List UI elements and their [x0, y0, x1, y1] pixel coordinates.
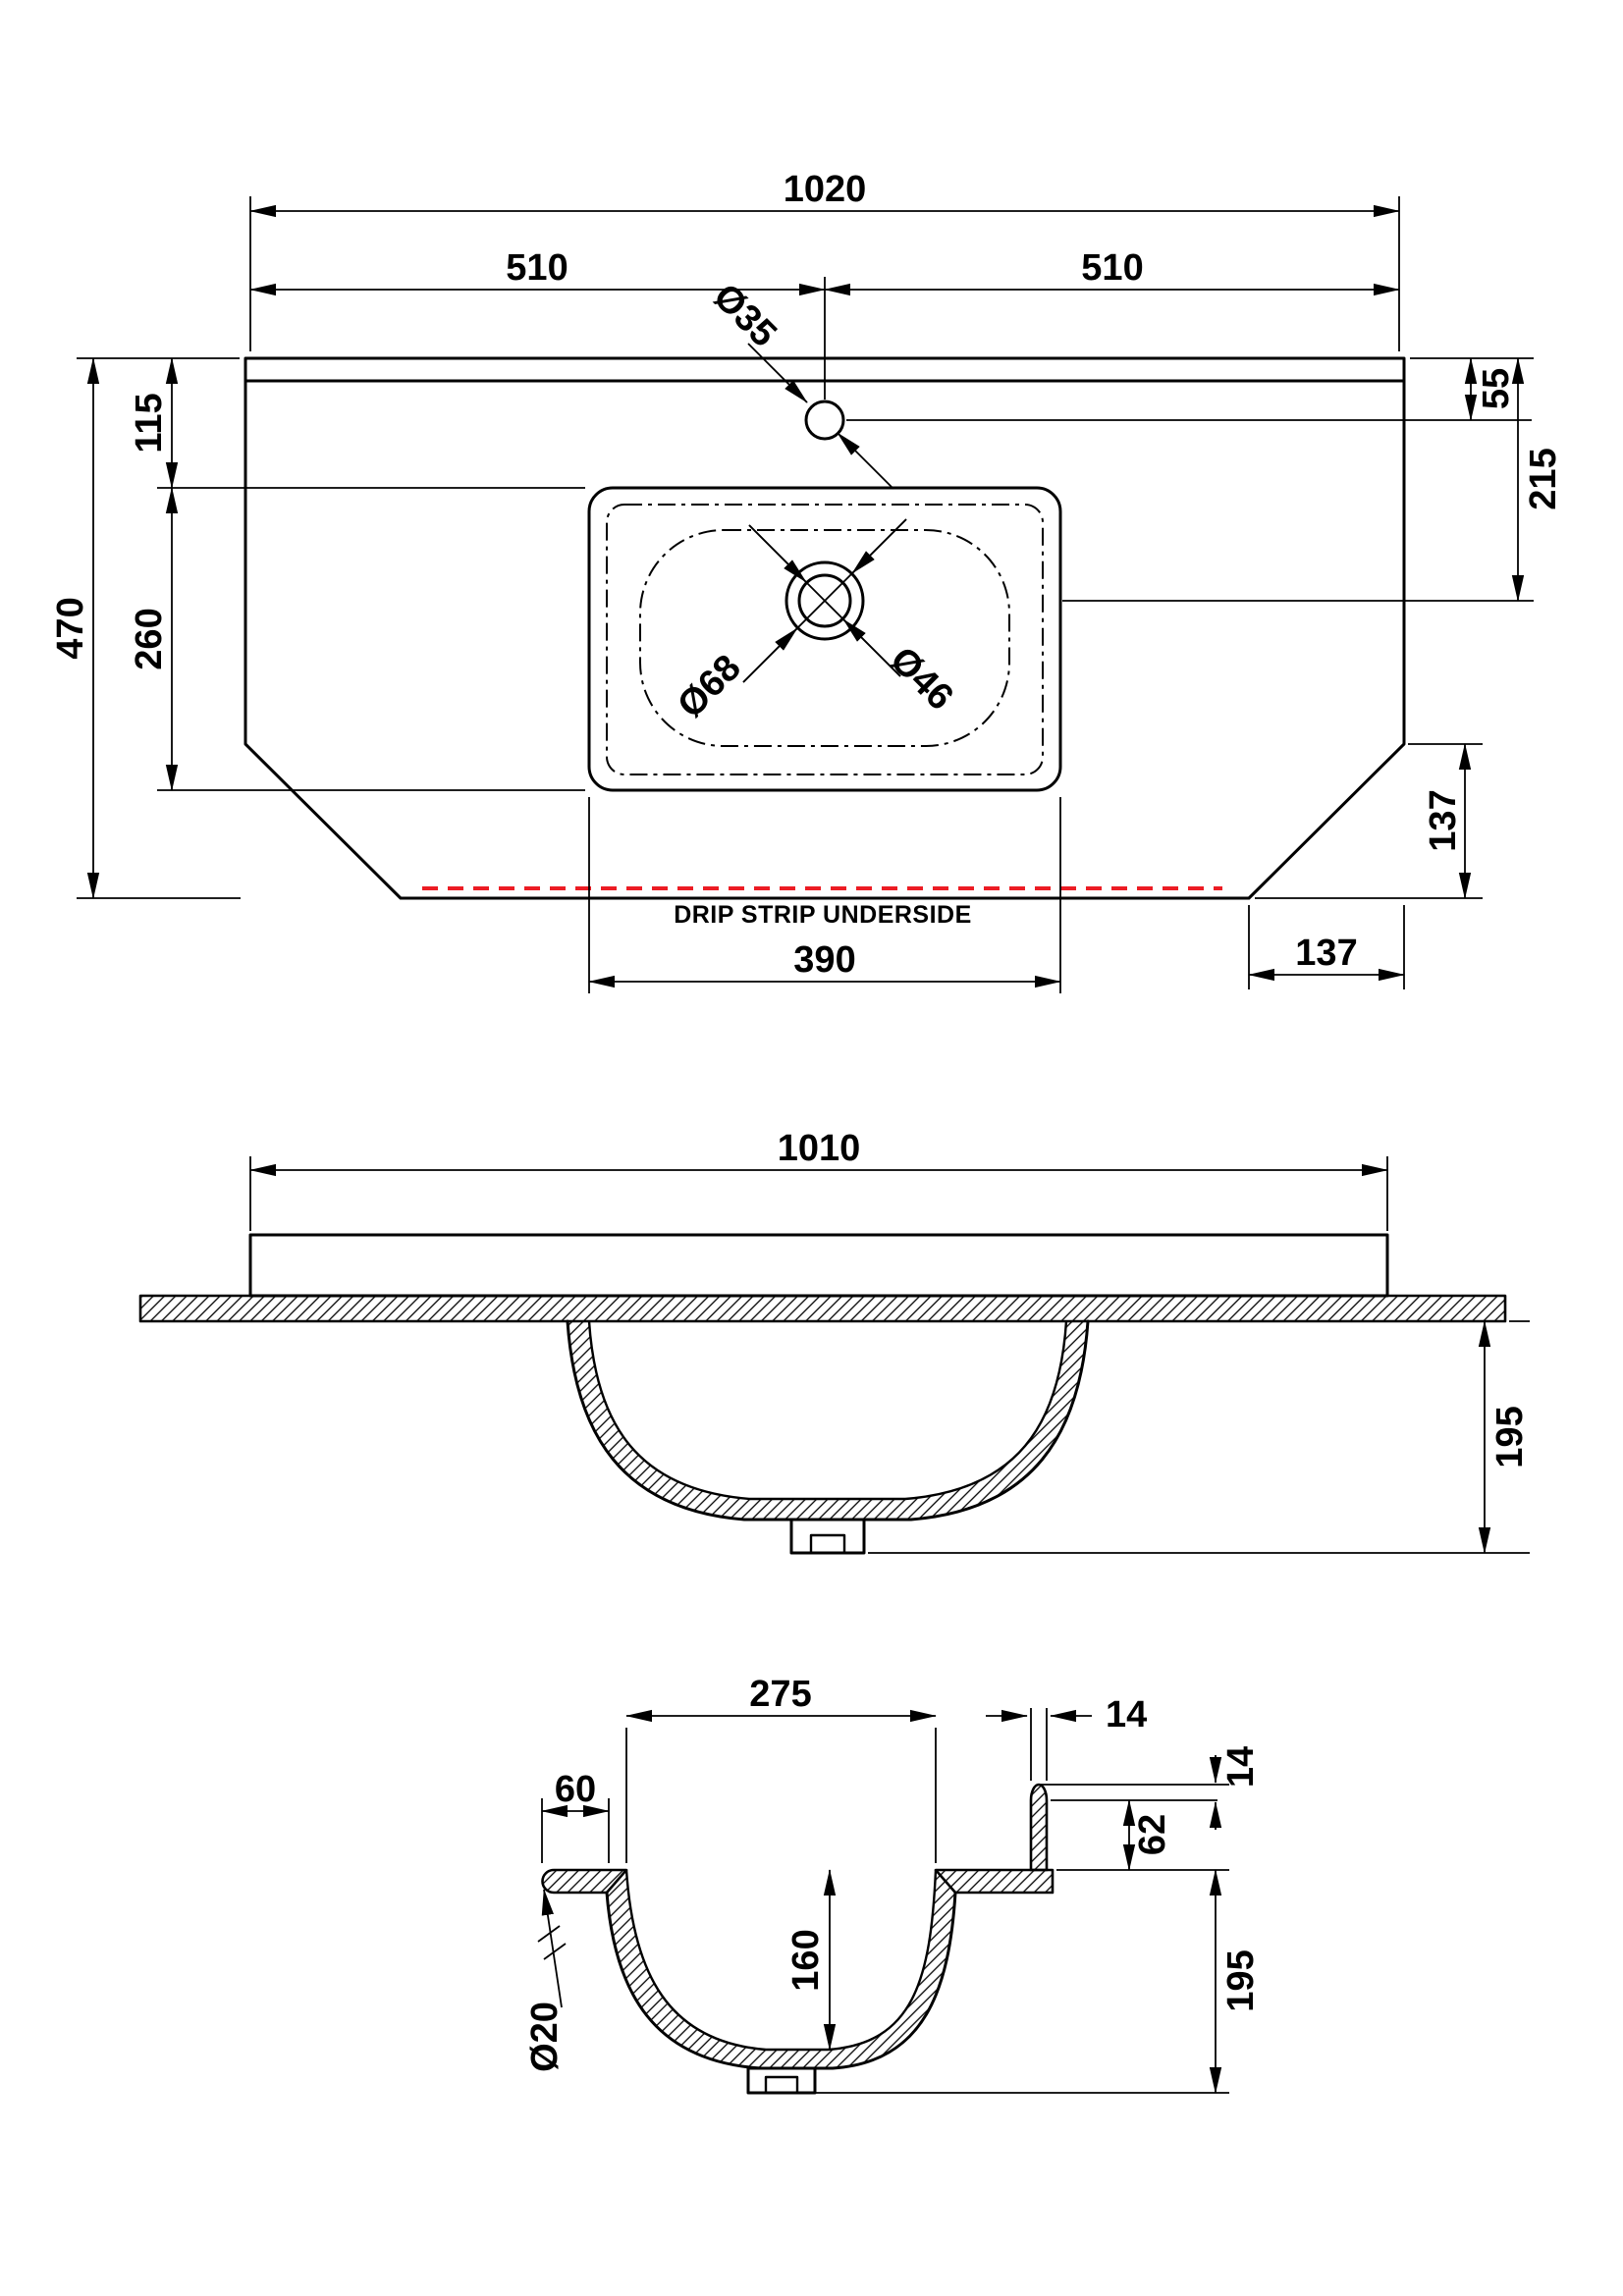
dim-side-upstand-thickness-label: 14 — [1106, 1694, 1147, 1735]
dim-plan-edge-to-bowl-label: 115 — [129, 393, 170, 453]
dim-plan-half-widths: 510 510 — [249, 247, 1400, 400]
dim-plan-bowl-cutout-depth-label: 260 — [129, 608, 170, 669]
dim-plan-left-half-label: 510 — [506, 247, 568, 289]
leader-front-edge-diameter: Ø20 — [524, 1889, 567, 2072]
front-bowl-section — [566, 1319, 1090, 1555]
plan-view: 1020 510 510 470 115 260 — [50, 169, 1564, 993]
dim-plan-edge-to-waste-label: 215 — [1523, 448, 1564, 509]
dim-side-upstand-thickness: 14 — [986, 1694, 1147, 1781]
tap-hole — [804, 400, 845, 441]
dim-side-front-overhang-label: 60 — [555, 1769, 596, 1810]
dim-side-upstand-height: 62 — [1051, 1799, 1229, 1871]
front-edge-panel — [248, 1233, 1389, 1298]
dim-plan-chamfer-depth: 137 — [1255, 743, 1483, 899]
dim-tap-hole-diameter-label: Ø35 — [705, 276, 784, 354]
dim-side-overall-depth: 195 — [815, 1869, 1262, 2094]
dim-side-front-overhang: 60 — [541, 1769, 610, 1863]
dim-side-bowl-depth: 160 — [785, 1869, 837, 2051]
dim-side-upstand-cap-label: 14 — [1220, 1746, 1262, 1788]
dim-plan-overall-width: 1020 — [249, 169, 1400, 351]
leader-tap-hole — [747, 343, 894, 490]
dim-plan-bowl-cutout-width: 390 — [588, 797, 1061, 993]
dim-plan-edge-to-tap: 55 — [846, 357, 1534, 421]
dim-plan-right-half-label: 510 — [1081, 247, 1143, 289]
side-slab-back — [934, 1868, 1055, 1895]
dim-front-edge-diameter-label: Ø20 — [524, 2002, 566, 2072]
dim-plan-bowl-cutout-depth: 260 — [129, 487, 585, 791]
dim-front-overall-depth: 195 — [868, 1320, 1531, 1554]
dim-plan-edge-to-bowl: 115 — [129, 357, 585, 489]
dim-side-bowl-top-width-label: 275 — [749, 1674, 811, 1715]
dim-plan-edge-to-waste: 215 — [1062, 357, 1564, 602]
dim-side-overall-depth-label: 195 — [1220, 1949, 1262, 2011]
dim-plan-chamfer-width-label: 137 — [1295, 933, 1357, 974]
dim-front-overall-depth-label: 195 — [1489, 1406, 1531, 1468]
dim-front-overall-width-label: 1010 — [778, 1128, 861, 1169]
side-waste-stub — [746, 2066, 817, 2095]
worktop-section-strip — [138, 1294, 1507, 1323]
leader-waste-diameters — [742, 518, 907, 683]
dim-side-bowl-top-width: 275 — [625, 1674, 937, 1863]
bowl-bottom-hidden-edge — [639, 529, 1010, 747]
dim-plan-overall-width-label: 1020 — [784, 169, 867, 210]
dim-plan-bowl-cutout-width-label: 390 — [793, 939, 855, 981]
side-bowl-section — [605, 1869, 957, 2095]
dim-side-upstand-height-label: 62 — [1132, 1814, 1173, 1855]
side-upstand — [1029, 1783, 1049, 1872]
dim-side-upstand-cap: 14 — [1039, 1746, 1262, 1830]
dim-side-bowl-depth-label: 160 — [785, 1929, 827, 1991]
drip-strip-note: DRIP STRIP UNDERSIDE — [674, 901, 972, 929]
dim-plan-edge-to-tap-label: 55 — [1476, 368, 1517, 409]
dim-plan-chamfer-depth-label: 137 — [1423, 789, 1464, 851]
dim-plan-overall-depth: 470 — [50, 357, 241, 899]
front-view: 1010 195 — [138, 1128, 1531, 1555]
basin-inner-hidden-edge — [606, 504, 1044, 775]
dim-plan-overall-depth-label: 470 — [50, 597, 91, 659]
side-view: 275 14 60 62 14 — [524, 1674, 1262, 2095]
dim-plan-chamfer-width: 137 — [1248, 905, 1405, 989]
dim-front-overall-width: 1010 — [249, 1128, 1388, 1231]
